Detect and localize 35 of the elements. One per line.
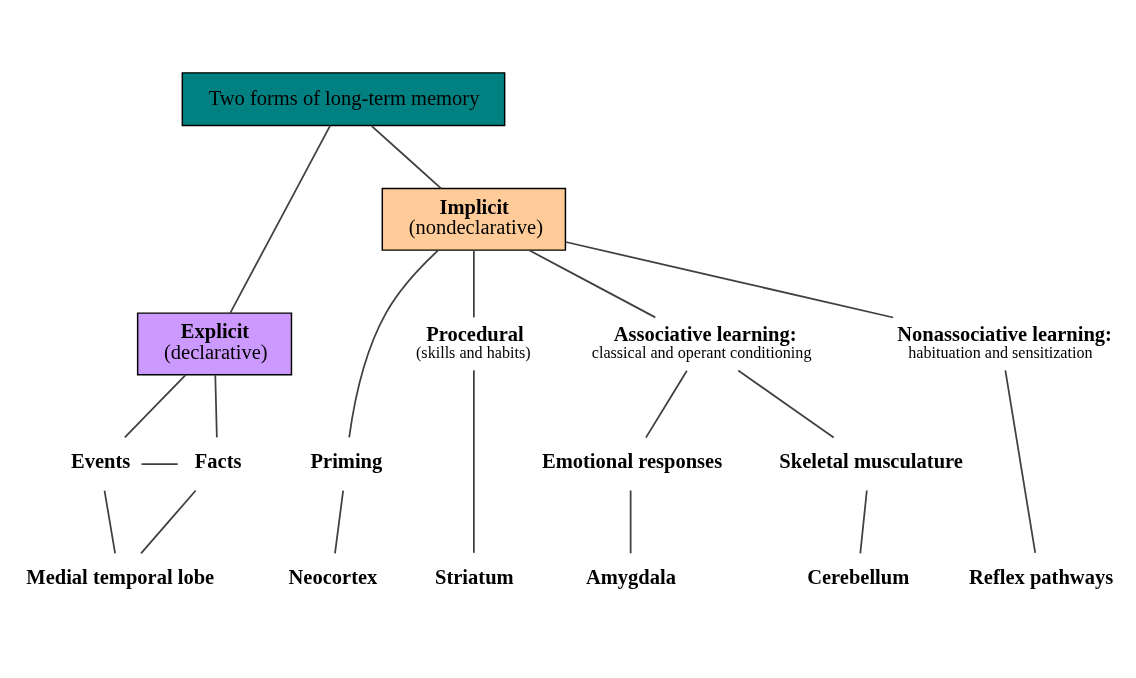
- connector: [348, 249, 439, 438]
- connector: [334, 489, 345, 554]
- connector: [370, 124, 442, 189]
- node-box: Explicit (declarative): [136, 311, 293, 375]
- node-box: Two forms of long-term memory: [181, 71, 506, 126]
- connector: [140, 489, 197, 554]
- connector: [214, 373, 218, 438]
- node-box: Implicit (nondeclarative): [381, 187, 567, 251]
- connector: [473, 248, 475, 318]
- node-text: Striatum: [435, 565, 514, 588]
- node-text: Associative learning: classical and operant conditioning: [591, 322, 812, 361]
- node-text: Medial temporal lobe: [26, 565, 215, 588]
- connector: [564, 240, 895, 318]
- connector: [140, 462, 179, 465]
- connector: [859, 489, 868, 554]
- node-text: Priming: [310, 449, 383, 472]
- node-text: Amygdala: [585, 565, 676, 588]
- connector: [528, 248, 657, 318]
- node-text: Emotional responses: [542, 449, 723, 472]
- node-text: Cerebellum: [807, 565, 910, 588]
- connector: [473, 368, 475, 554]
- connector: [1004, 368, 1037, 554]
- node-text: Facts: [194, 449, 242, 472]
- connector: [123, 373, 187, 438]
- connector: [103, 489, 116, 554]
- node-text: Neocortex: [288, 565, 378, 588]
- node-text: Skeletal musculature: [779, 449, 963, 472]
- connector: [645, 369, 688, 438]
- connector: [737, 369, 835, 438]
- connector: [629, 489, 632, 554]
- connector: [229, 124, 332, 314]
- node-text: Nonassociative learning: habituation and sensitization: [897, 322, 1112, 361]
- node-text: Procedural (skills and habits): [416, 322, 531, 361]
- node-text: Events: [70, 449, 131, 472]
- node-text: Reflex pathways: [969, 565, 1114, 588]
